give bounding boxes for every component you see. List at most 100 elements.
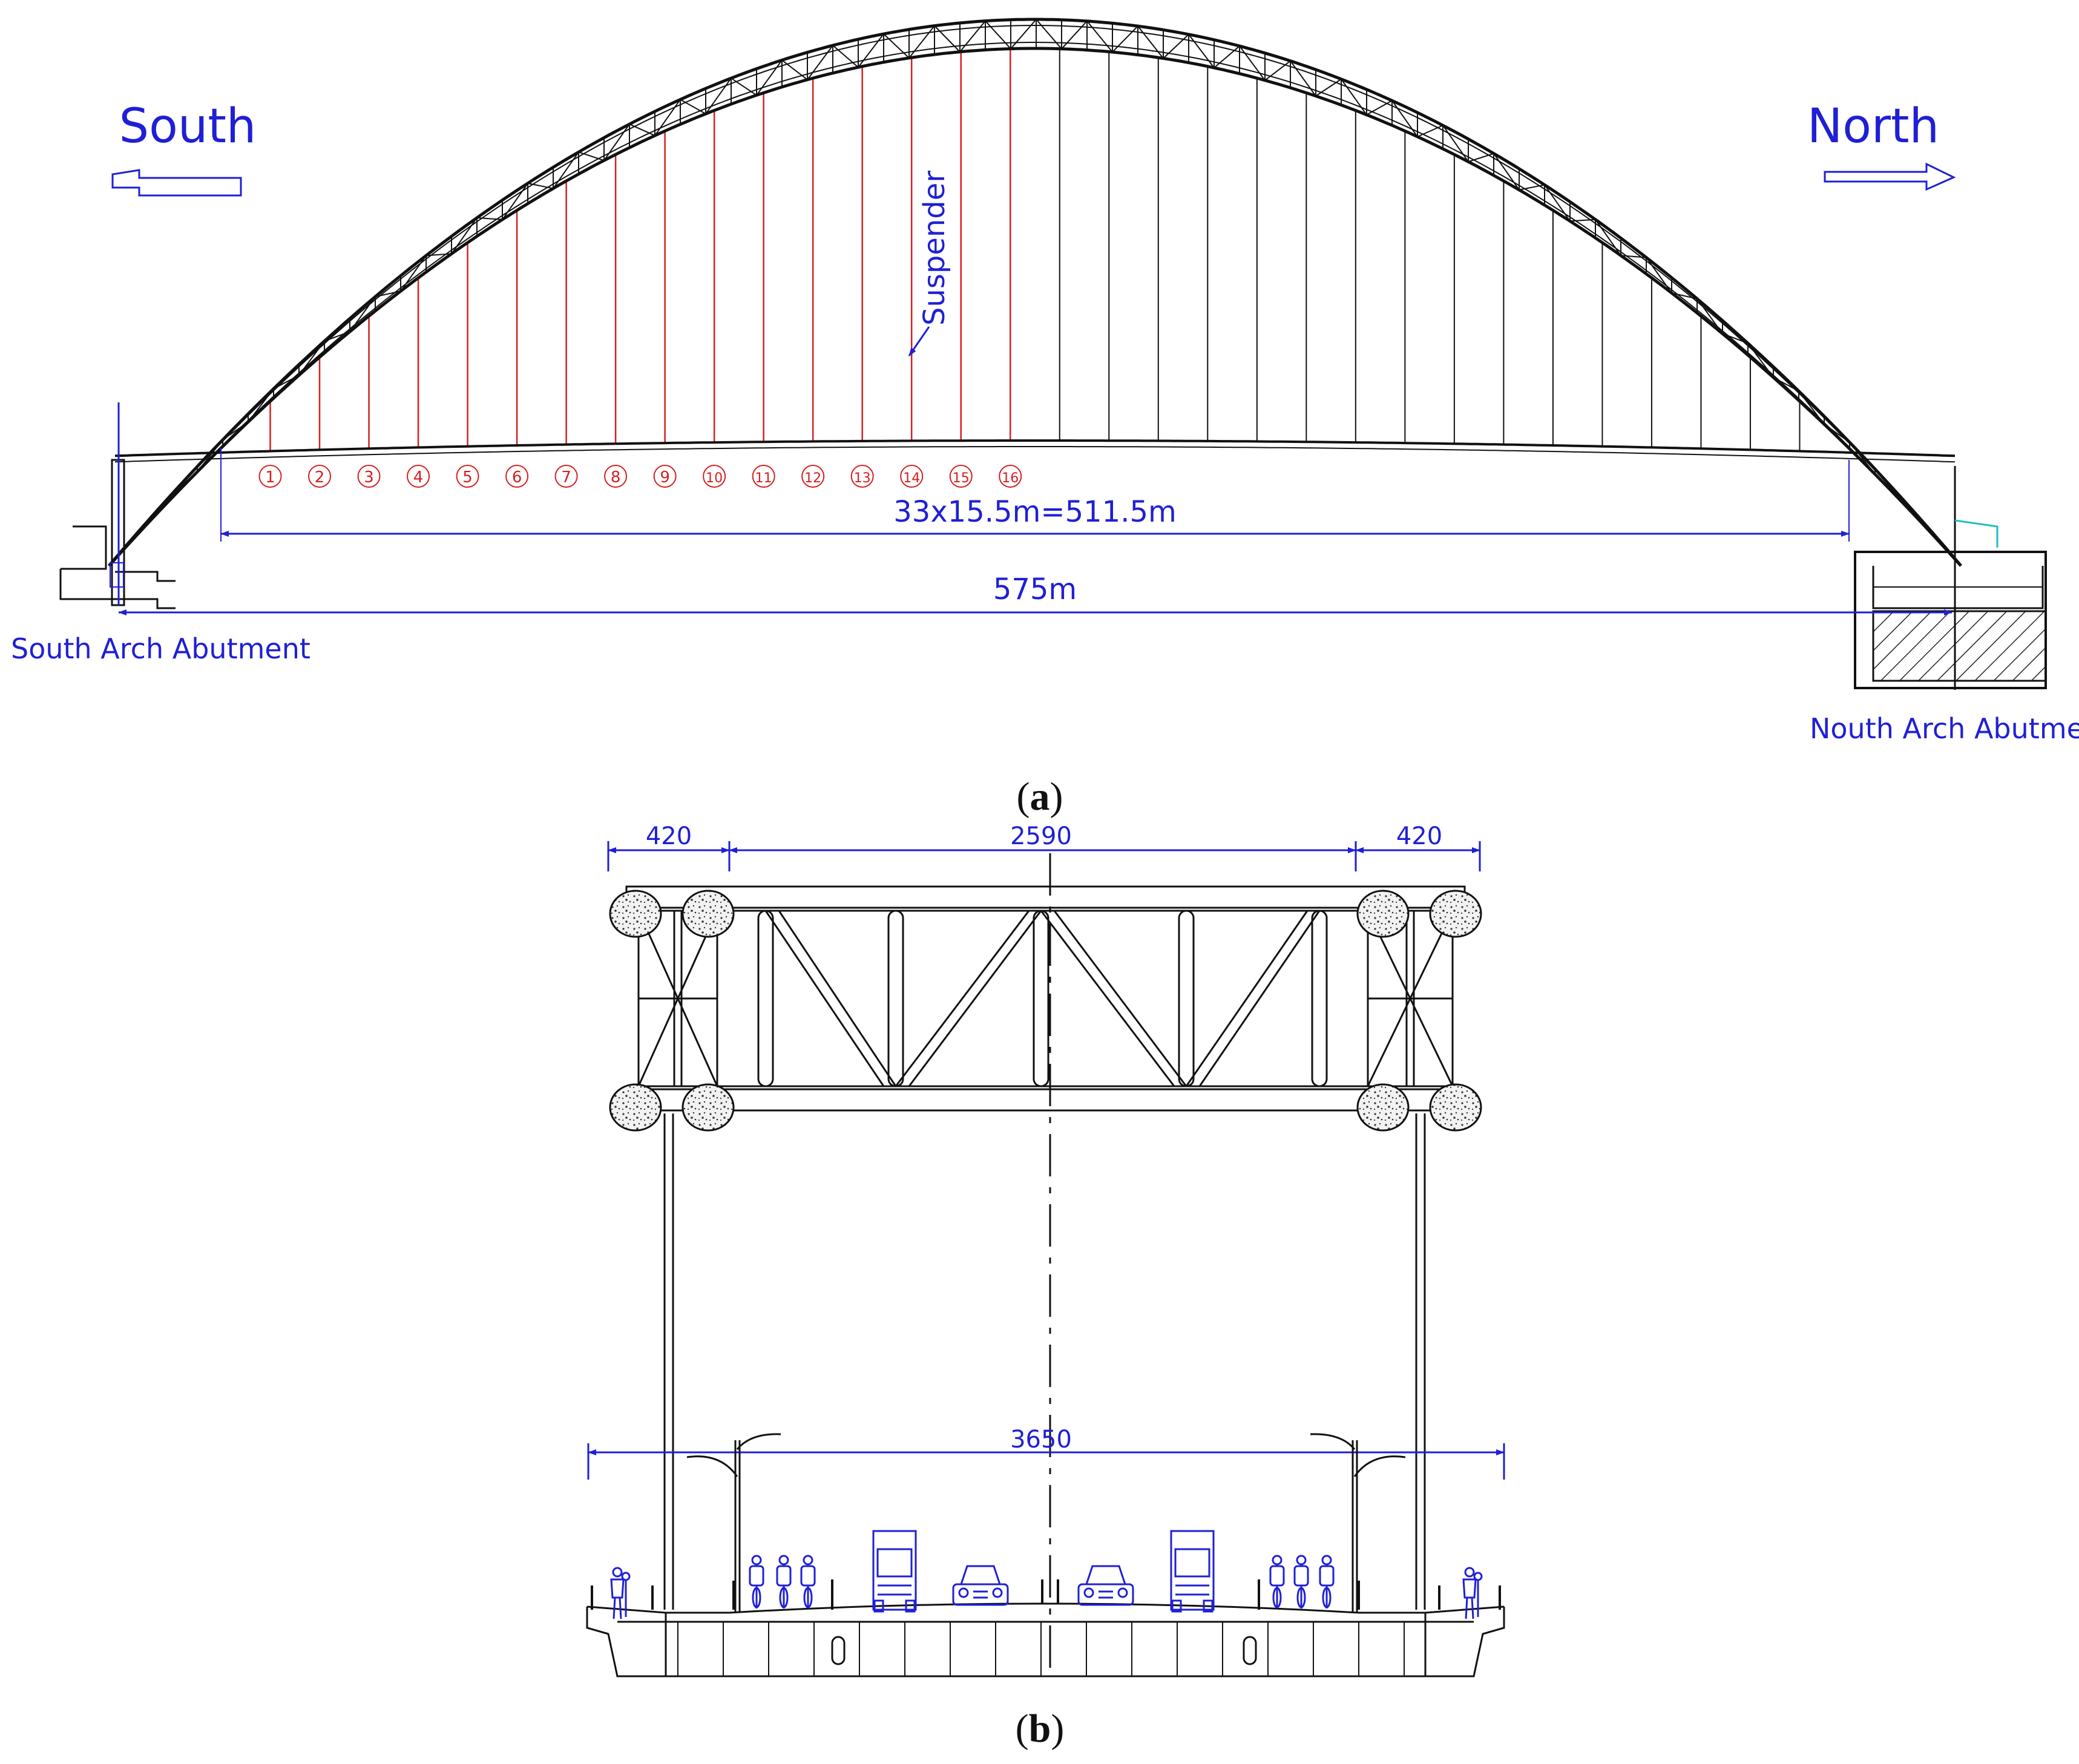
truss-diagonal: [1341, 79, 1367, 116]
suspender-number-6: 6: [512, 468, 522, 487]
cyclist-icon: [749, 1555, 764, 1608]
suspender-marker-16: [999, 465, 1022, 488]
suspender-marker-10: [703, 465, 726, 488]
arch-chord-inner-0: [117, 25, 1953, 556]
suspender-marker-11: [752, 465, 775, 488]
truss-diagonal: [1188, 34, 1215, 68]
truss-diagonal: [400, 255, 427, 292]
suspender-marker-12: [801, 465, 825, 488]
chord-tube-7: [1356, 1083, 1410, 1132]
suspender-number-5: 5: [462, 468, 473, 487]
suspender-marker-2: [308, 465, 332, 488]
truss-diagonal: [1417, 125, 1443, 137]
deck-girder-bottom: [114, 446, 1956, 463]
truss-diagonal: [1163, 34, 1189, 59]
truss-diagonal: [1239, 45, 1266, 81]
truss-diagonal: [680, 99, 706, 114]
suspender-marker-6: [505, 465, 529, 488]
caption-a: (a): [1017, 775, 1063, 819]
truss-diagonal: [1696, 298, 1723, 334]
chord-tube-3: [1356, 890, 1410, 938]
truss-diagonal: [1519, 184, 1545, 191]
truss-diagonal: [1036, 19, 1062, 50]
truss-diagonal: [1391, 100, 1418, 137]
truss-diagonal: [832, 45, 859, 68]
truss-diagonal: [629, 123, 655, 136]
truss-diagonal: [1315, 78, 1342, 97]
truss-diagonal: [1595, 219, 1621, 256]
bracing-members: [637, 910, 1454, 1087]
chord-tube-8: [1429, 1083, 1482, 1132]
suspender-leader-line: [908, 326, 930, 356]
car-icon: [952, 1565, 1009, 1606]
car-icon: [1077, 1565, 1134, 1606]
truss-diagonal: [553, 151, 579, 189]
truss-diagonal: [959, 20, 986, 53]
dim-center-label: 2590: [1010, 822, 1072, 850]
street-lamps: [686, 1433, 1406, 1613]
suspender-marker-3: [357, 465, 381, 488]
chord-tube-1: [609, 890, 662, 938]
suspender-number-1: 1: [265, 468, 275, 487]
truss-diagonal: [1722, 333, 1749, 344]
truss-diagonal: [934, 25, 961, 53]
arch-chord-out: [108, 18, 1962, 567]
suspender-marker-9: [653, 465, 677, 488]
suspender-marker-1: [258, 465, 282, 488]
truss-diagonal: [705, 77, 732, 114]
truss-diagonal: [1010, 19, 1037, 50]
truss-diagonal: [502, 183, 528, 220]
arch-chord-tubes: [609, 890, 1482, 1132]
deck-box-girder: [586, 1602, 1505, 1677]
truss-diagonal: [1137, 25, 1164, 59]
truss-diagonal: [1747, 343, 1774, 378]
railings: [591, 1579, 1501, 1610]
truss-diagonal: [1366, 100, 1393, 116]
north-arrow-icon: [1824, 162, 1956, 191]
pedestrian-icon: [610, 1567, 631, 1619]
truss-diagonal: [578, 151, 605, 162]
truss-diagonal: [1620, 255, 1647, 258]
south-arrow-icon: [111, 169, 242, 197]
suspender-number-15: 15: [953, 471, 970, 486]
bridge-cross-section: 420 2590 420 3650: [586, 822, 1505, 1751]
suspender-marker-4: [407, 465, 430, 488]
suspender-marker-15: [949, 465, 973, 488]
cyclist-icon: [1319, 1555, 1335, 1608]
truss-diagonal: [1824, 424, 1850, 443]
truss-diagonal: [1086, 21, 1113, 53]
truss-diagonal: [1773, 376, 1799, 392]
north-label: North: [1807, 99, 1939, 154]
arch-chord-inner-1: [117, 42, 1953, 556]
arch-rib: [108, 18, 1962, 567]
caption-b: (b): [1016, 1707, 1065, 1751]
cyclist-icon: [776, 1555, 792, 1608]
truss-diagonal: [883, 33, 910, 59]
truss-diagonal: [1468, 152, 1494, 163]
arch-truss-web: [120, 19, 1926, 552]
truss-diagonal: [273, 375, 300, 390]
truss-diagonal: [1900, 496, 1926, 528]
truss-diagonal: [425, 253, 452, 257]
truss-diagonal: [375, 290, 401, 298]
suspender-marker-5: [456, 465, 479, 488]
bridge-elevation: 33x15.5m=511.5m 575m South North Suspend…: [11, 18, 2079, 819]
north-abutment-label: Nouth Arch Abutment: [1810, 712, 2079, 745]
chord-tube-5: [609, 1083, 662, 1132]
truss-diagonal: [1798, 390, 1825, 425]
truss-diagonal: [1849, 442, 1876, 475]
truss-diagonal: [1544, 184, 1571, 221]
truss-diagonal: [1214, 45, 1240, 68]
span-total-label: 575m: [993, 572, 1077, 606]
suspender-number-12: 12: [804, 471, 821, 486]
dim-deck-label: 3650: [1010, 1426, 1072, 1454]
truss-diagonal: [1646, 257, 1672, 293]
span-main-label: 33x15.5m=511.5m: [893, 495, 1177, 529]
suspender-number-13: 13: [854, 471, 871, 486]
pedestrian-icon: [1462, 1567, 1483, 1619]
suspender-number-9: 9: [660, 468, 670, 487]
dim-right-label: 420: [1396, 822, 1442, 850]
suspender-number-11: 11: [755, 471, 772, 486]
suspender-label: Suspender: [918, 171, 951, 326]
